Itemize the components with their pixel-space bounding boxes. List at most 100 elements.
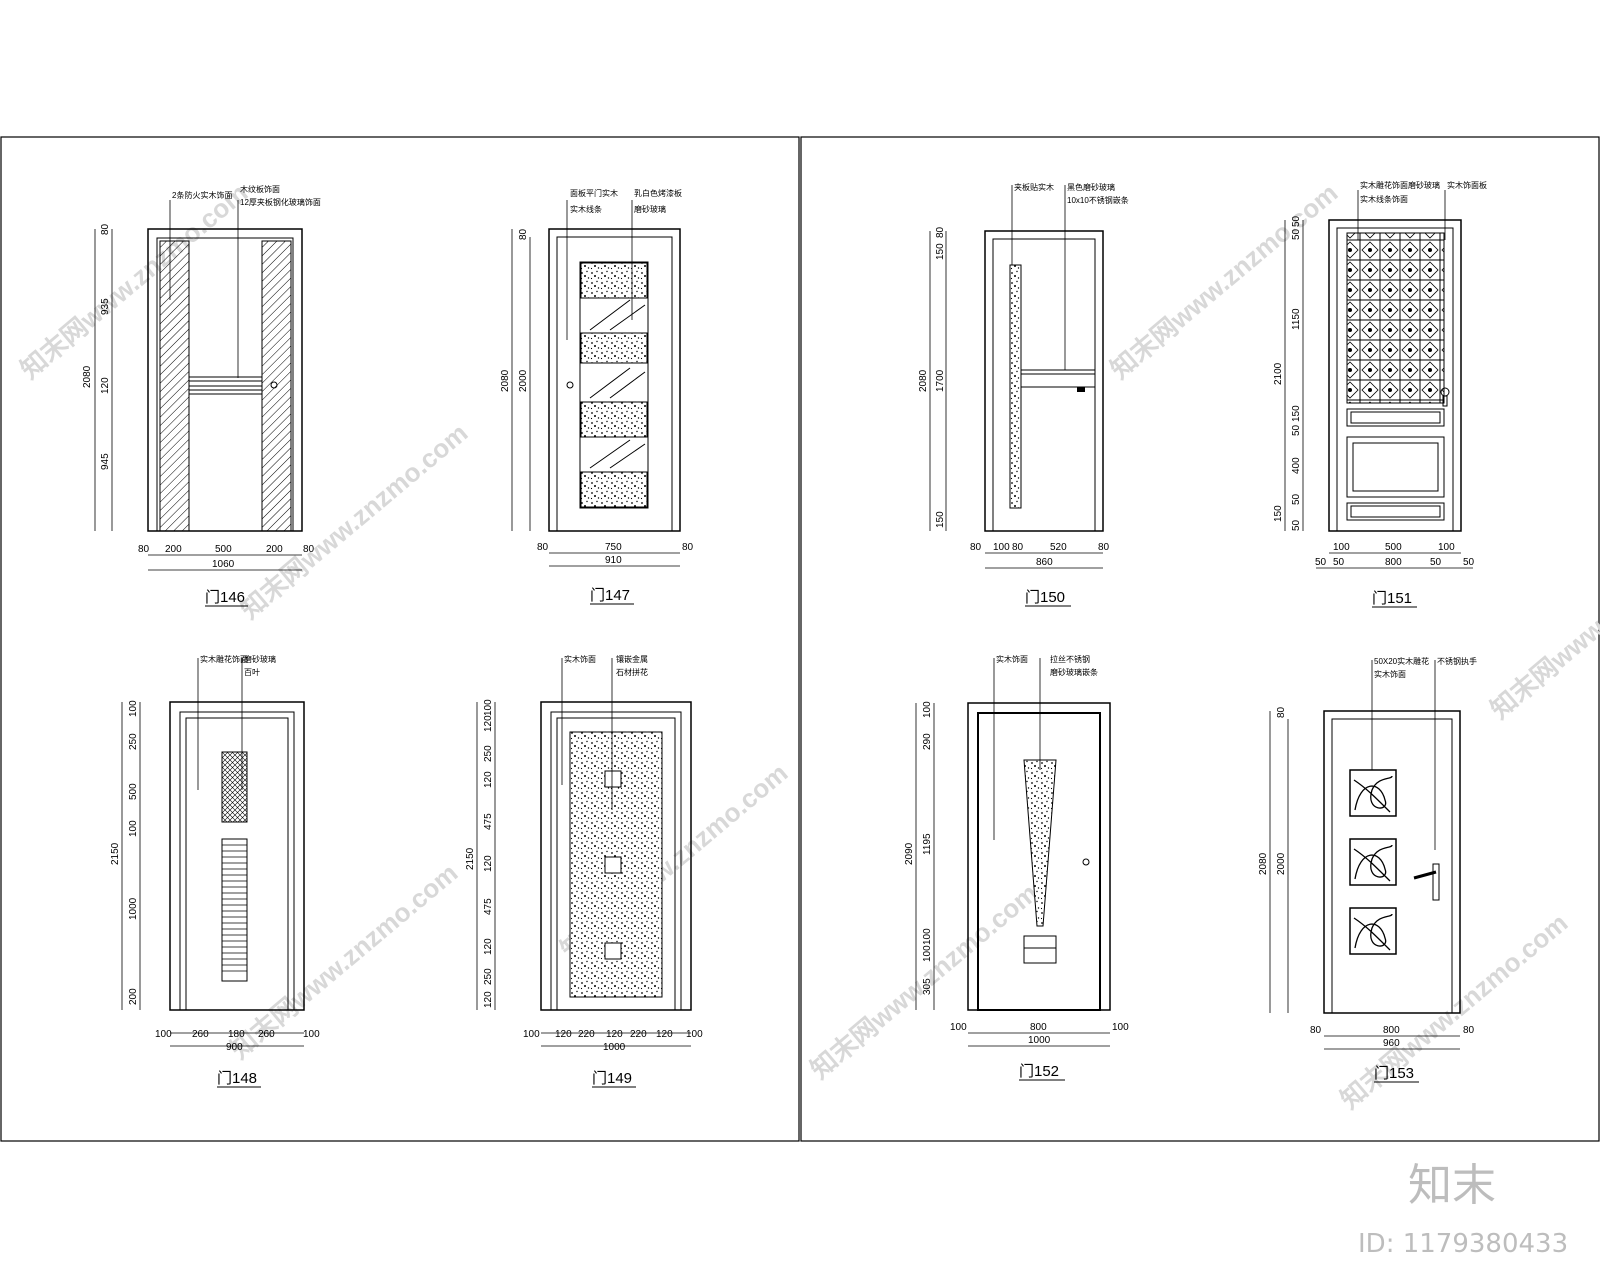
horizontal-dimension: 500 — [215, 544, 232, 555]
horizontal-dimension: 80 — [1310, 1025, 1322, 1036]
vertical-dimension: 150 — [1273, 505, 1284, 522]
horizontal-dimension: 910 — [605, 555, 622, 566]
horizontal-dimension: 220 — [578, 1029, 595, 1040]
vertical-dimension: 80 — [100, 223, 111, 235]
vertical-dimension: 150 — [935, 243, 946, 260]
image-id-label: ID: 1179380433 — [1358, 1229, 1568, 1259]
door-title: 门146 — [205, 589, 245, 606]
vertical-dimension: 250 — [483, 968, 494, 985]
horizontal-dimension: 800 — [1383, 1025, 1400, 1036]
material-note: 夹板贴实木 — [1014, 182, 1054, 192]
right-sheet-frame — [800, 136, 1600, 1142]
vertical-dimension: 2080 — [500, 369, 511, 392]
vertical-dimension: 100 — [922, 928, 933, 945]
vertical-dimension: 2150 — [110, 842, 121, 865]
vertical-dimension: 50 — [1291, 424, 1302, 436]
horizontal-dimension: 100 — [155, 1029, 172, 1040]
horizontal-dimension: 50 — [1315, 557, 1327, 568]
horizontal-dimension: 220 — [630, 1029, 647, 1040]
carved-panel-top — [1349, 769, 1397, 817]
door-148-elevation: 实木雕花饰面 磨砂玻璃 百叶 100 250 500 100 2150 1000… — [110, 654, 320, 1088]
vertical-dimension: 120 — [483, 715, 494, 732]
horizontal-dimension: 80 — [537, 542, 549, 553]
door-147-elevation: 面板平门实木 实木线条 乳白色烤漆板 磨砂玻璃 80 2080 2000 80 … — [500, 188, 694, 605]
material-note: 10x10不锈钢嵌条 — [1067, 195, 1129, 205]
horizontal-dimension: 520 — [1050, 542, 1067, 553]
vertical-dimension: 945 — [100, 453, 111, 470]
door-title: 门147 — [590, 587, 630, 604]
material-note: 面板平门实木 — [570, 188, 618, 198]
vertical-dimension: 2000 — [1276, 852, 1287, 875]
material-note: 磨砂玻璃 — [244, 654, 276, 664]
vertical-dimension: 120 — [100, 377, 111, 394]
vertical-dimension: 2080 — [82, 365, 93, 388]
vertical-dimension: 290 — [922, 733, 933, 750]
horizontal-dimension: 500 — [1385, 542, 1402, 553]
vertical-dimension: 305 — [922, 978, 933, 995]
vertical-dimension: 500 — [128, 783, 139, 800]
horizontal-dimension: 50 — [1430, 557, 1442, 568]
door-title: 门148 — [217, 1070, 257, 1087]
vertical-dimension: 80 — [935, 226, 946, 238]
material-note: 实木线条饰面 — [1360, 194, 1408, 204]
material-note: 磨砂玻璃嵌条 — [1050, 667, 1098, 677]
horizontal-dimension: 100 — [1438, 542, 1455, 553]
material-note: 百叶 — [244, 668, 260, 677]
horizontal-dimension: 50 — [1463, 557, 1475, 568]
horizontal-dimension: 80 — [138, 544, 150, 555]
vertical-dimension: 100 — [128, 700, 139, 717]
vertical-dimension: 100 — [922, 701, 933, 718]
horizontal-dimension: 100 — [523, 1029, 540, 1040]
horizontal-dimension: 80 — [1012, 542, 1024, 553]
horizontal-dimension: 80 — [1463, 1025, 1475, 1036]
horizontal-dimension: 100 — [1333, 542, 1350, 553]
vertical-dimension: 2000 — [518, 369, 529, 392]
door-title: 门153 — [1374, 1065, 1414, 1082]
vertical-dimension: 120 — [483, 771, 494, 788]
vertical-dimension: 250 — [483, 745, 494, 762]
horizontal-dimension: 80 — [970, 542, 982, 553]
door-153-elevation: 50X20实木雕花 不锈钢执手 实木饰面 80 2080 2000 80 800… — [1258, 656, 1477, 1083]
watermark-text: 知末网www.znzmo.com — [1485, 517, 1600, 724]
material-note: 拉丝不锈钢 — [1050, 654, 1090, 664]
watermark-text: 知末网www.znzmo.com — [15, 177, 254, 384]
door-152-elevation: 实木饰面 拉丝不锈钢 磨砂玻璃嵌条 100 290 2090 1195 100 … — [904, 654, 1129, 1081]
horizontal-dimension: 260 — [192, 1029, 209, 1040]
material-note: 不锈钢执手 — [1437, 656, 1477, 666]
material-note: 磨砂玻璃 — [634, 204, 666, 214]
material-note: 实木饰面 — [1374, 669, 1406, 679]
material-note: 实木饰面 — [996, 654, 1028, 664]
vertical-dimension: 935 — [100, 298, 111, 315]
left-sheet-frame — [0, 136, 800, 1142]
vertical-dimension: 1150 — [1291, 308, 1302, 330]
horizontal-dimension: 100 — [303, 1029, 320, 1040]
horizontal-dimension: 750 — [605, 542, 622, 553]
brand-logo: 知末 — [1408, 1160, 1496, 1211]
material-note: 镶嵌金属 — [616, 654, 648, 664]
door-title: 门151 — [1372, 590, 1412, 607]
horizontal-dimension: 1000 — [1028, 1035, 1051, 1046]
horizontal-dimension: 800 — [1385, 557, 1402, 568]
vertical-dimension: 2150 — [465, 847, 476, 870]
vertical-dimension: 50 — [1291, 493, 1302, 505]
vertical-dimension: 50 — [1291, 519, 1302, 531]
horizontal-dimension: 200 — [266, 544, 283, 555]
vertical-dimension: 1000 — [128, 897, 139, 920]
horizontal-dimension: 200 — [165, 544, 182, 555]
material-note: 50X20实木雕花 — [1374, 656, 1429, 666]
horizontal-dimension: 800 — [1030, 1022, 1047, 1033]
watermark-text: 知末网www.znzmo.com — [1335, 907, 1574, 1114]
horizontal-dimension: 100 — [686, 1029, 703, 1040]
vertical-dimension: 400 — [1291, 457, 1302, 474]
door-150-elevation: 夹板贴实木 黑色磨砂玻璃 10x10不锈钢嵌条 80 150 1700 150 … — [918, 182, 1129, 607]
vertical-dimension: 80 — [1276, 706, 1287, 718]
vertical-dimension: 200 — [128, 988, 139, 1005]
vertical-dimension: 2090 — [904, 842, 915, 865]
vertical-dimension: 100 — [128, 820, 139, 837]
door-title: 门150 — [1025, 589, 1065, 606]
louver-slats — [222, 844, 247, 972]
material-note: 黑色磨砂玻璃 — [1067, 182, 1115, 192]
horizontal-dimension: 900 — [226, 1042, 243, 1053]
material-note: 石材拼花 — [616, 667, 648, 677]
horizontal-dimension: 860 — [1036, 557, 1053, 568]
